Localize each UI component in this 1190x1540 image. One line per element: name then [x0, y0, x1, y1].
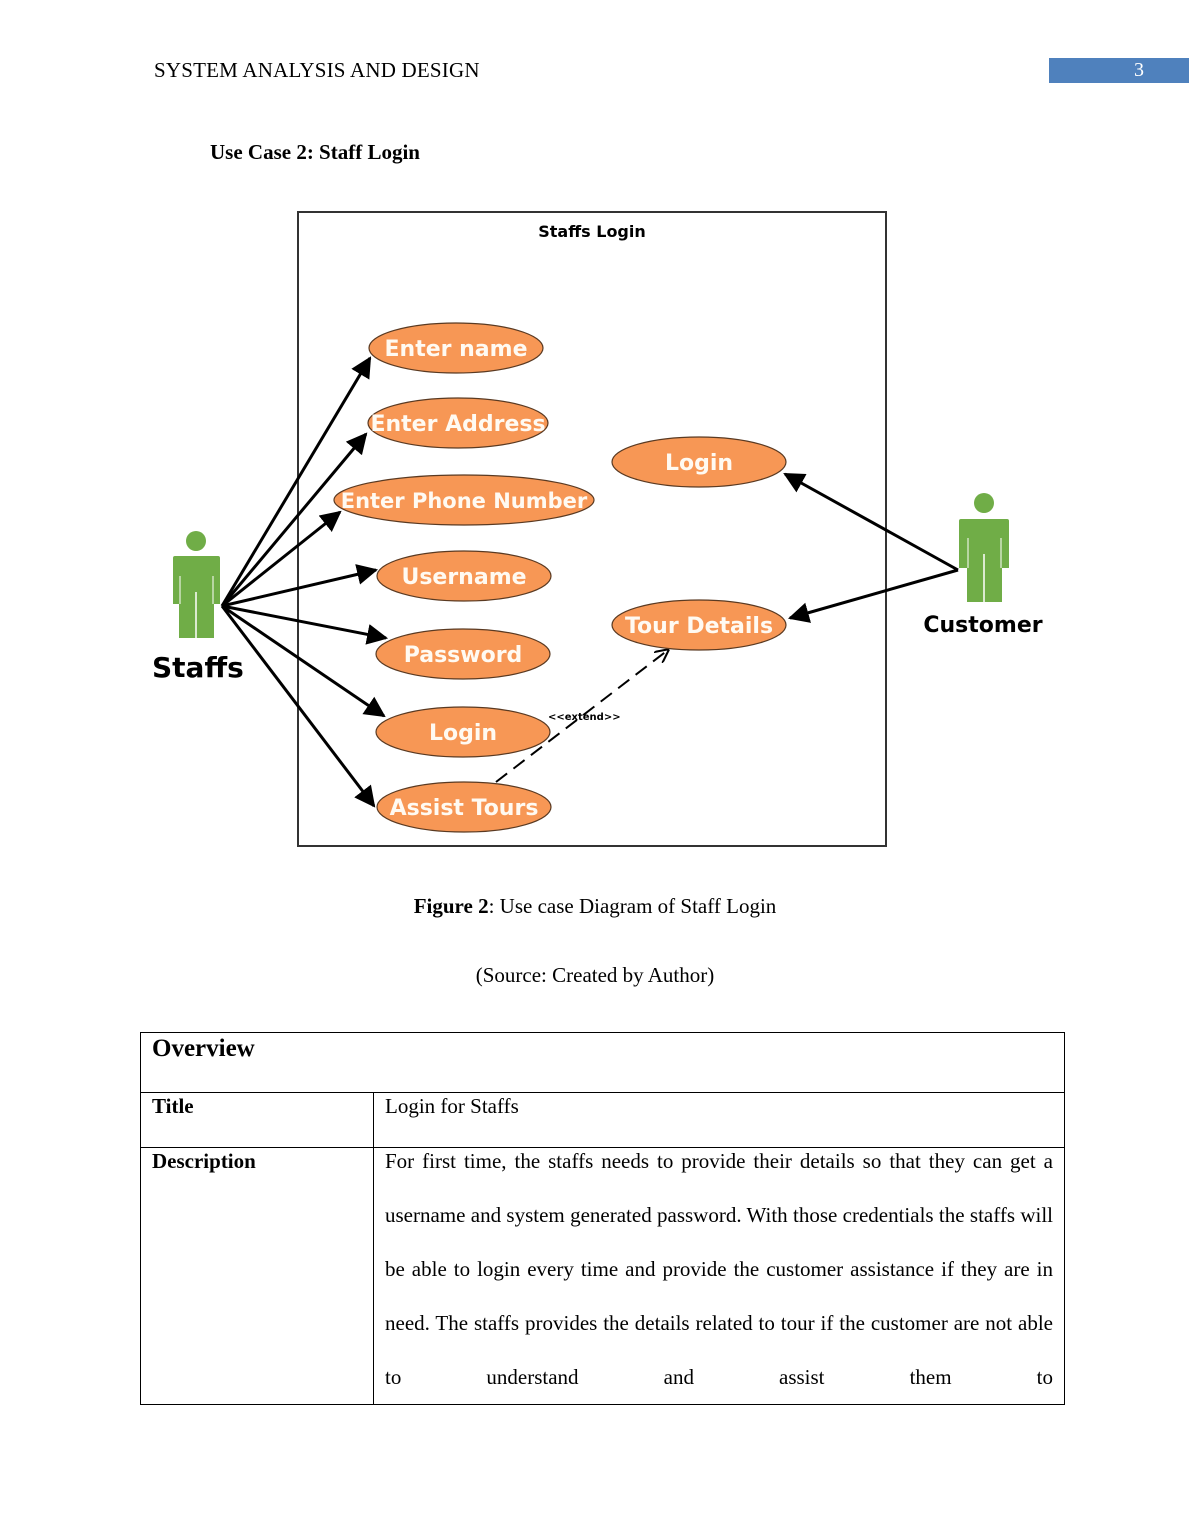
person-icon	[959, 493, 1009, 602]
assoc-staffs-username	[221, 564, 379, 608]
assoc-staffs-staff-login	[221, 604, 386, 718]
assoc-customer-login	[783, 472, 959, 572]
running-header-title: SYSTEM ANALYSIS AND DESIGN	[154, 58, 480, 82]
row-value-title: Login for Staffs	[373, 1092, 1065, 1148]
svg-text:Username: Username	[401, 565, 526, 590]
overview-header-row: Overview	[140, 1032, 1065, 1093]
svg-text:Login: Login	[429, 721, 497, 746]
svg-text:Enter Address: Enter Address	[370, 412, 545, 437]
extend-relationship	[495, 650, 668, 783]
actor-staffs: Staffs	[152, 531, 244, 684]
use-case-diagram: Staffs Login <<extend>> Enter name Enter…	[140, 200, 1060, 860]
assoc-staffs-password	[221, 604, 389, 645]
use-case-customer-login: Login	[611, 436, 787, 488]
system-boundary-title: Staffs Login	[538, 222, 646, 241]
row-label-title: Title	[140, 1092, 374, 1148]
figure-label: Figure 2	[413, 894, 489, 918]
assoc-staffs-enter-name	[220, 356, 372, 607]
overview-table: Overview Title Login for Staffs Descript…	[140, 1032, 1065, 1405]
svg-text:Assist Tours: Assist Tours	[390, 796, 539, 821]
assoc-staffs-assist-tours	[220, 605, 376, 808]
assoc-staffs-enter-phone	[221, 510, 342, 608]
row-value-description: For first time, the staffs needs to prov…	[373, 1147, 1065, 1405]
figure-source: (Source: Created by Author)	[475, 963, 715, 987]
figure-caption: Figure 2: Use case Diagram of Staff Logi…	[0, 894, 1190, 919]
svg-text:Enter name: Enter name	[385, 337, 528, 362]
staff-associations	[220, 356, 389, 808]
section-heading: Use Case 2: Staff Login	[210, 140, 420, 164]
use-case-assist-tours: Assist Tours	[376, 781, 552, 833]
system-boundary	[297, 211, 887, 847]
person-icon	[173, 531, 220, 638]
actor-customer: Customer	[923, 493, 1043, 638]
figure-caption-text: : Use case Diagram of Staff Login	[488, 894, 777, 918]
customer-associations	[783, 472, 959, 623]
svg-text:Tour Details: Tour Details	[625, 614, 773, 639]
assoc-customer-tour-details	[787, 568, 959, 623]
use-case-staff-login: Login	[375, 706, 551, 758]
use-case-username: Username	[376, 550, 552, 602]
use-case-enter-name: Enter name	[368, 322, 544, 374]
svg-text:Login: Login	[665, 451, 733, 476]
use-case-enter-phone: Enter Phone Number	[333, 474, 595, 526]
description-text: For first time, the staffs needs to prov…	[385, 1149, 1053, 1389]
table-row: Title Login for Staffs	[140, 1092, 1065, 1148]
assoc-staffs-enter-address	[220, 432, 368, 607]
use-case-password: Password	[375, 628, 551, 680]
svg-text:Password: Password	[404, 643, 523, 668]
table-row: Description For first time, the staffs n…	[140, 1147, 1065, 1405]
actor-label-staffs: Staffs	[152, 651, 244, 684]
actor-label-customer: Customer	[923, 613, 1042, 638]
extend-label: <<extend>>	[548, 712, 621, 723]
use-case-tour-details: Tour Details	[611, 599, 787, 651]
overview-heading: Overview	[140, 1032, 1065, 1093]
page-number-badge: 3	[1049, 58, 1189, 83]
svg-text:Enter Phone Number: Enter Phone Number	[341, 489, 588, 513]
use-case-enter-address: Enter Address	[367, 397, 549, 449]
row-label-description: Description	[140, 1147, 374, 1405]
